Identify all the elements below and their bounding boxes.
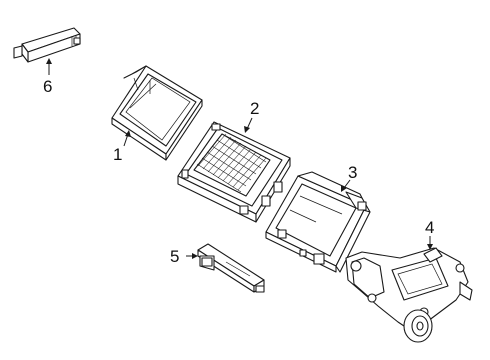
bushing <box>403 309 433 343</box>
leader-1 <box>123 130 131 147</box>
leader-3 <box>341 179 351 192</box>
part-3-frame-bracket <box>265 171 371 273</box>
callout-4: 4 <box>425 218 434 237</box>
callout-5: 5 <box>170 247 179 266</box>
part-5-connector-module <box>197 243 265 293</box>
part-6-module <box>13 27 81 63</box>
part-4-mounting-bracket <box>345 247 473 343</box>
callout-1: 1 <box>113 145 122 164</box>
part-2-filter-cartridge <box>177 121 291 223</box>
callout-3: 3 <box>348 163 357 182</box>
leader-4 <box>427 236 433 250</box>
filter-mesh <box>196 133 267 193</box>
part-1-housing <box>111 65 203 161</box>
leader-2 <box>244 117 253 133</box>
callout-6: 6 <box>43 77 52 96</box>
callout-2: 2 <box>250 99 259 118</box>
leader-6 <box>46 58 52 75</box>
leader-5 <box>186 253 198 259</box>
